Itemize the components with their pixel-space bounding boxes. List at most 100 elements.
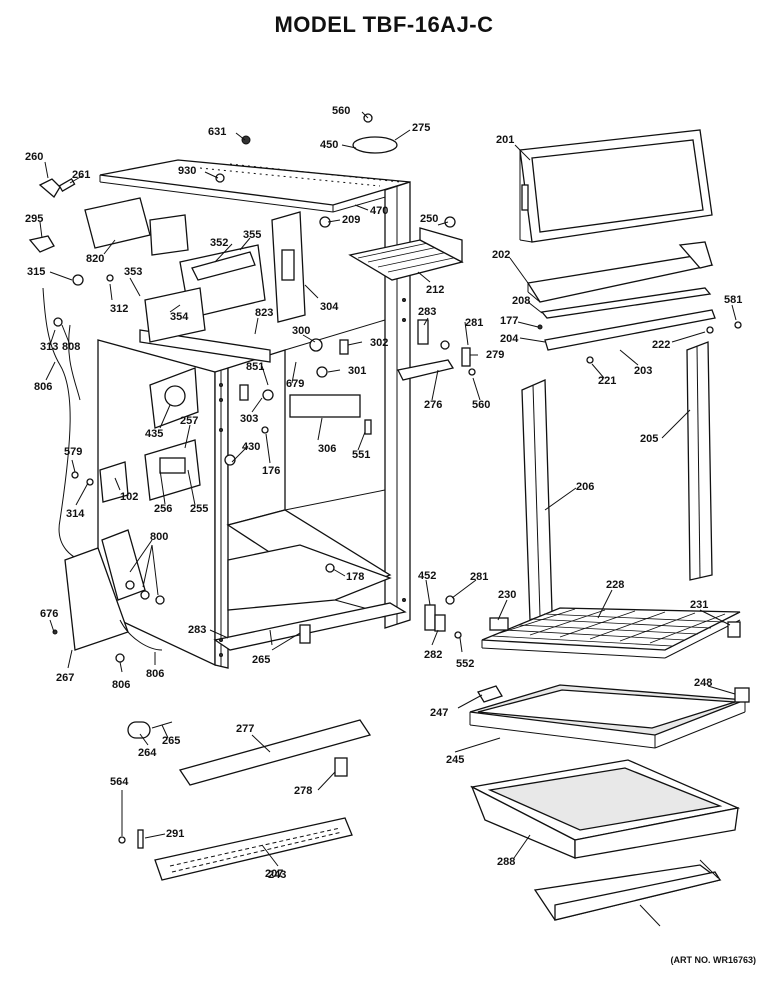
callout: 208 <box>512 295 530 307</box>
callout: 560 <box>472 399 490 411</box>
callout: 930 <box>178 165 196 177</box>
callout: 452 <box>418 570 436 582</box>
callout: 304 <box>320 301 339 313</box>
callout: 248 <box>694 677 712 689</box>
callout: 820 <box>86 253 104 265</box>
callout: 228 <box>606 579 624 591</box>
callout: 552 <box>456 658 474 670</box>
damper-control <box>84 197 189 256</box>
callout: 281 <box>465 317 483 329</box>
callout: 260 <box>25 151 43 163</box>
callout: 275 <box>412 122 430 134</box>
callout: 806 <box>112 679 130 691</box>
callout: 450 <box>320 139 338 151</box>
callout: 176 <box>262 465 280 477</box>
door-bin-bottom <box>533 859 722 921</box>
callout: 178 <box>346 571 364 583</box>
callout: 205 <box>640 433 658 445</box>
evaporator-cover <box>144 244 266 343</box>
callout: 355 <box>243 229 261 241</box>
callout: 800 <box>150 531 168 543</box>
callout: 806 <box>146 668 164 680</box>
callout: 579 <box>64 446 82 458</box>
callout: 302 <box>370 337 388 349</box>
callout: 202 <box>492 249 510 261</box>
diagram-title: MODEL TBF-16AJ-C <box>274 12 494 37</box>
callout: 177 <box>500 315 518 327</box>
callout: 221 <box>598 375 616 387</box>
toe-grille <box>154 719 372 881</box>
door-trim-right <box>686 341 713 581</box>
callout: 265 <box>162 735 180 747</box>
callout: 291 <box>166 828 184 840</box>
callout: 256 <box>154 503 172 515</box>
callout: 631 <box>208 126 226 138</box>
callout: 201 <box>496 134 514 146</box>
callout: 281 <box>470 571 488 583</box>
callout: 276 <box>424 399 442 411</box>
callout: 212 <box>426 284 444 296</box>
callout: 230 <box>498 589 516 601</box>
callout: 306 <box>318 443 336 455</box>
callout-labels: 560 275 631 450 201 260 261 930 470 209 … <box>25 105 742 881</box>
small-hardware <box>28 113 750 849</box>
drain-tube <box>42 287 96 566</box>
callout: 851 <box>246 361 264 373</box>
callout: 564 <box>110 776 129 788</box>
callout: 676 <box>40 608 58 620</box>
callout: 209 <box>342 214 360 226</box>
art-number: (ART NO. WR16763) <box>670 955 756 965</box>
callout: 203 <box>634 365 652 377</box>
callout: 243 <box>268 869 286 881</box>
callout: 255 <box>190 503 208 515</box>
callout: 261 <box>72 169 90 181</box>
callout: 288 <box>497 856 515 868</box>
callout: 303 <box>240 413 258 425</box>
callout: 313 <box>40 341 58 353</box>
callout: 207 <box>265 868 283 880</box>
callout: 295 <box>25 213 43 225</box>
callout: 267 <box>56 672 74 684</box>
callout: 679 <box>286 378 304 390</box>
callout: 353 <box>124 266 142 278</box>
callout: 560 <box>332 105 350 117</box>
callout: 245 <box>446 754 464 766</box>
callout: 264 <box>138 747 157 759</box>
callout: 206 <box>576 481 594 493</box>
crisper-drawer <box>469 759 741 859</box>
callout: 808 <box>62 341 80 353</box>
callout: 277 <box>236 723 254 735</box>
callout: 352 <box>210 237 228 249</box>
callout: 315 <box>27 266 45 278</box>
callout: 283 <box>188 624 206 636</box>
callout: 435 <box>145 428 163 440</box>
thermostat-controls <box>99 367 201 503</box>
callout: 282 <box>424 649 442 661</box>
callout: 278 <box>294 785 312 797</box>
freezer-door <box>519 129 716 364</box>
callout: 312 <box>110 303 128 315</box>
callout: 279 <box>486 349 504 361</box>
freezer-shelf <box>348 227 464 281</box>
relay-assembly <box>101 529 165 605</box>
callout: 581 <box>724 294 742 306</box>
callout: 470 <box>370 205 388 217</box>
callout: 551 <box>352 449 370 461</box>
callout: 806 <box>34 381 52 393</box>
callout: 301 <box>348 365 366 377</box>
control-housing <box>271 211 306 323</box>
wire-shelf <box>481 607 741 659</box>
callout: 231 <box>690 599 708 611</box>
leader-lines <box>39 111 737 927</box>
callout: 265 <box>252 654 270 666</box>
callout: 283 <box>418 306 436 318</box>
callout: 102 <box>120 491 138 503</box>
crisper-cover <box>469 684 746 749</box>
callout: 430 <box>242 441 260 453</box>
callout: 314 <box>66 508 85 520</box>
callout: 300 <box>292 325 310 337</box>
mullion-strip <box>521 379 553 621</box>
callout: 204 <box>500 333 519 345</box>
callout: 257 <box>180 415 198 427</box>
